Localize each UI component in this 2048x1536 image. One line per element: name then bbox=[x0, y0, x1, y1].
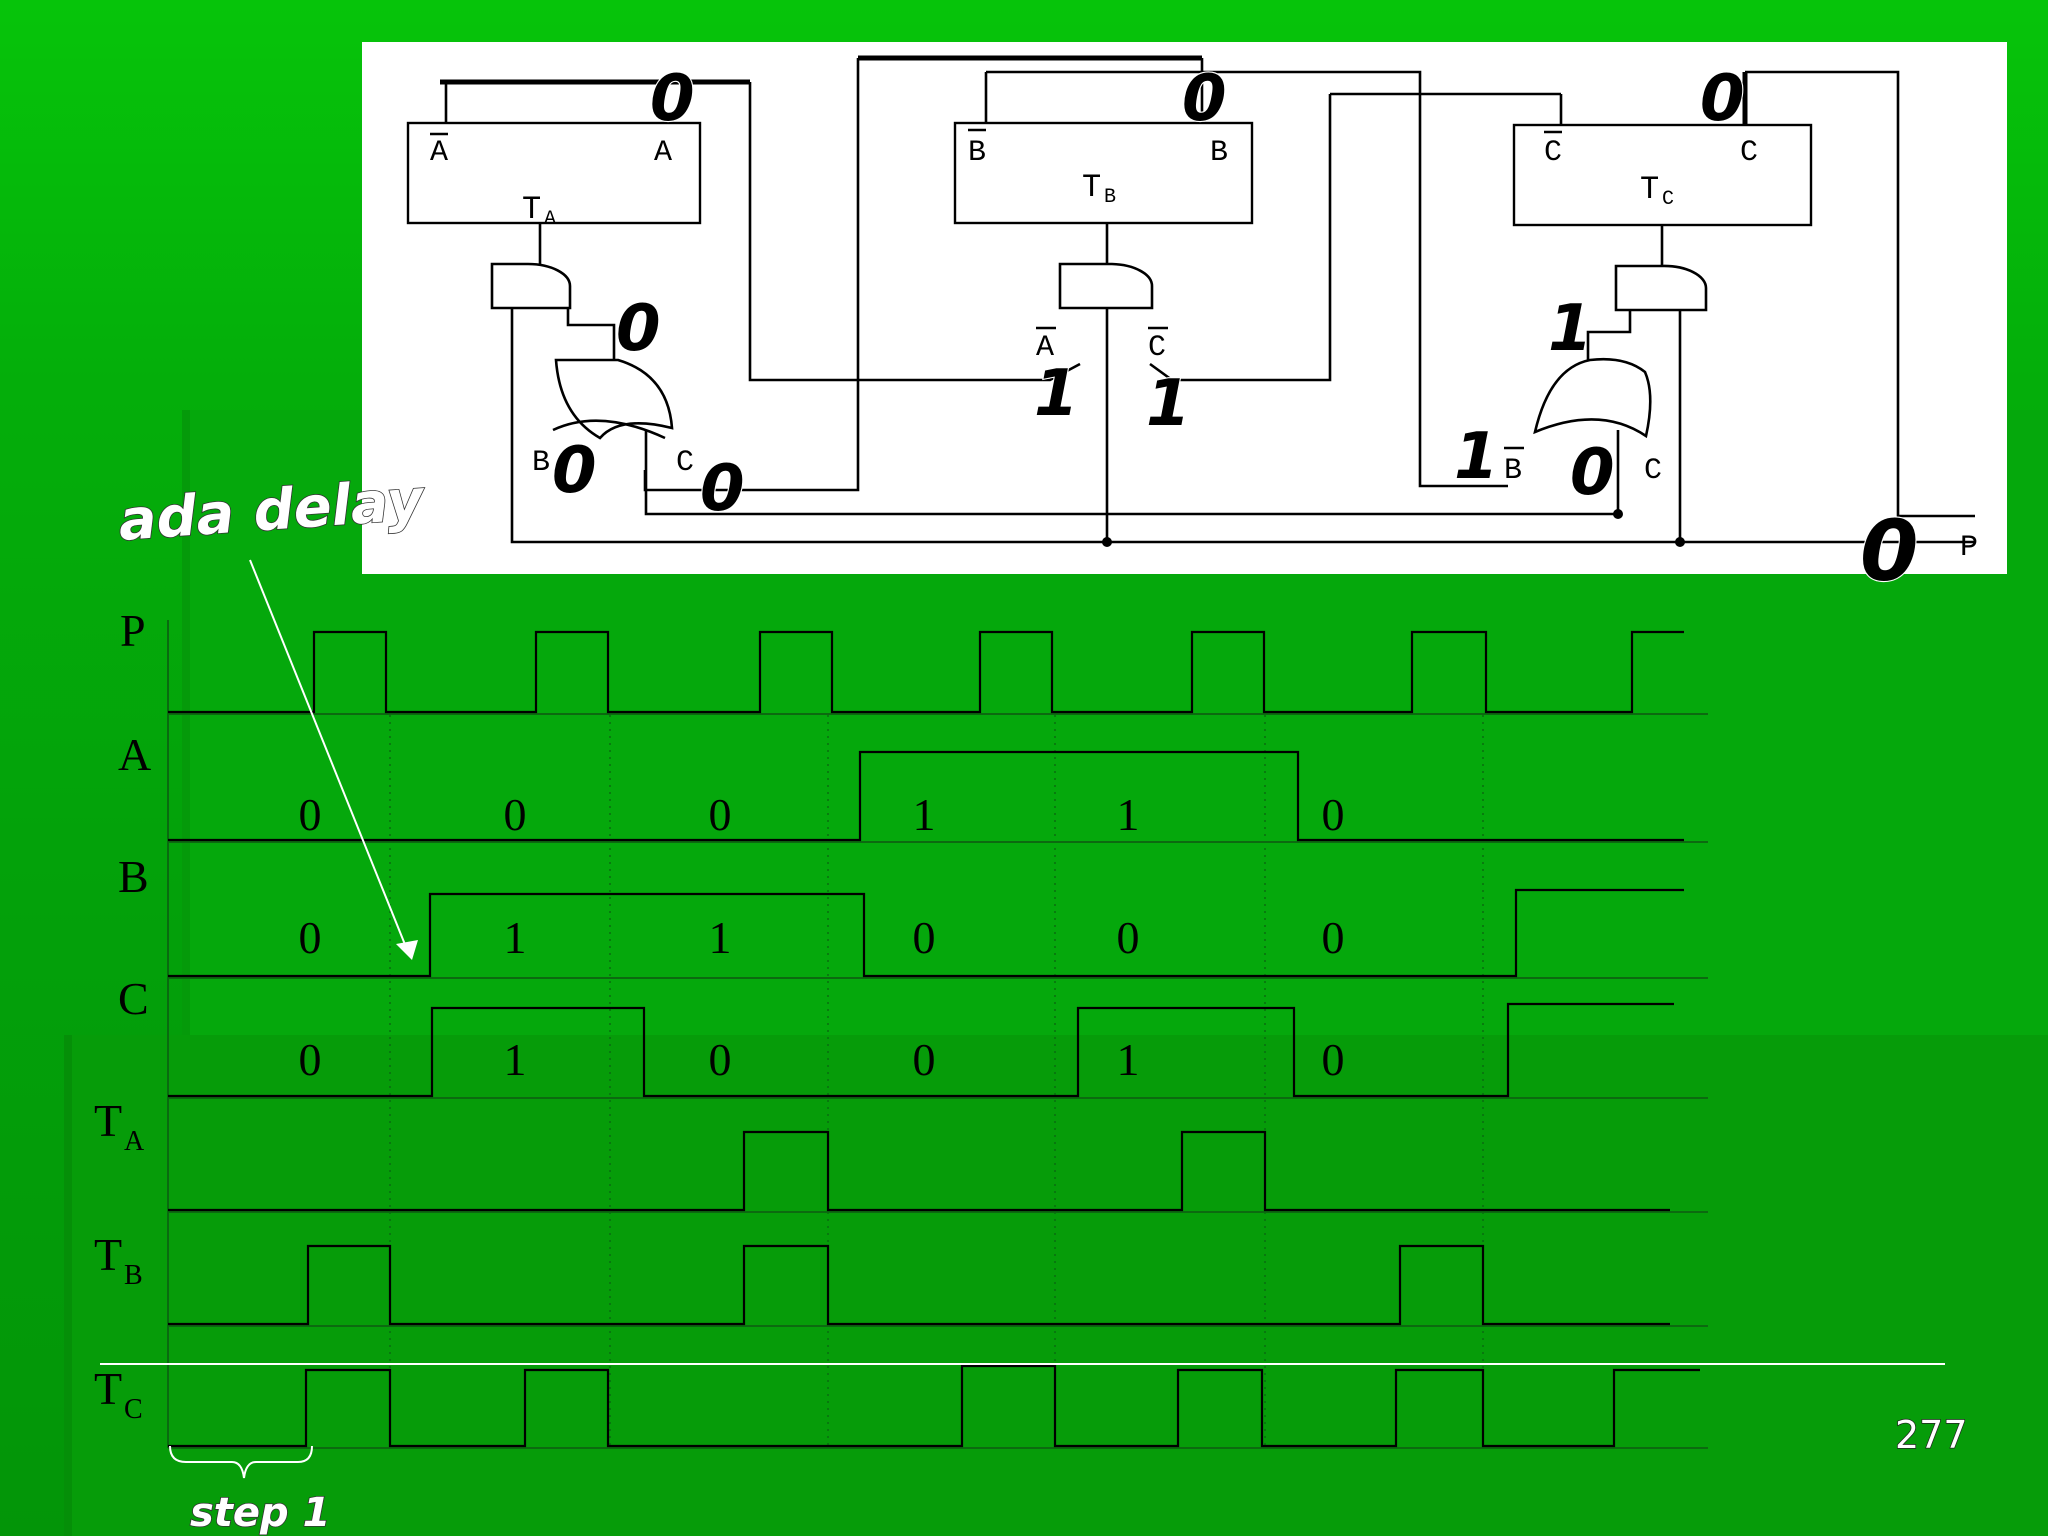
signal-label-ta: T bbox=[94, 1095, 122, 1146]
state-values: 0 0 0 1 1 0 0 1 1 0 0 0 0 1 0 0 1 0 bbox=[299, 789, 1345, 1085]
ff-c-title: T bbox=[1640, 171, 1659, 208]
value-a: 0 bbox=[1322, 789, 1345, 840]
wave-p bbox=[168, 630, 1684, 714]
signal-label-a: A bbox=[118, 729, 151, 780]
wave-ta bbox=[168, 1130, 1670, 1212]
step-brace bbox=[169, 1445, 313, 1479]
signal-label-tb: T bbox=[94, 1229, 122, 1280]
ff-b-title-sub: B bbox=[1104, 186, 1116, 209]
value-b: 0 bbox=[1117, 912, 1140, 963]
clock-p-label: P bbox=[1960, 531, 1978, 565]
annot-xor-out: 0 bbox=[616, 292, 661, 366]
ff-c-title-sub: C bbox=[1662, 188, 1674, 211]
ff-c-left-pin: C bbox=[1544, 136, 1562, 170]
signal-label-tc-sub: C bbox=[124, 1394, 143, 1425]
signal-label-c: C bbox=[118, 973, 149, 1024]
signal-label-tc: T bbox=[94, 1363, 122, 1414]
wave-b bbox=[168, 888, 1684, 978]
or-input-c-label: C bbox=[1644, 454, 1662, 488]
flip-flop-a: A A T A bbox=[406, 121, 702, 231]
step-note: step 1 bbox=[190, 1490, 330, 1536]
value-b: 0 bbox=[299, 912, 322, 963]
annot-b-out: 0 bbox=[1182, 62, 1227, 136]
circuit-diagram: A A T A B B T B C C T C bbox=[362, 42, 2007, 601]
ff-a-left-pin: A bbox=[430, 136, 448, 170]
value-c: 0 bbox=[709, 1034, 732, 1085]
or-gate-c bbox=[1533, 357, 1652, 439]
value-a: 0 bbox=[709, 789, 732, 840]
wave-tb bbox=[168, 1244, 1670, 1326]
annot-and-b-in-a: 1 bbox=[1034, 357, 1079, 431]
annot-c-out: 0 bbox=[1700, 62, 1745, 136]
signal-label-b: B bbox=[118, 851, 149, 902]
value-b: 1 bbox=[504, 912, 527, 963]
signal-label-ta-sub: A bbox=[124, 1126, 145, 1157]
xor-input-c-label: C bbox=[676, 446, 694, 480]
or-input-b-label: B bbox=[1504, 454, 1522, 488]
value-c: 0 bbox=[299, 1034, 322, 1085]
ff-a-title-sub: A bbox=[544, 208, 556, 231]
circuit-background bbox=[362, 42, 2007, 574]
xor-gate-a bbox=[552, 358, 674, 440]
and-b-input-a-label: A bbox=[1036, 331, 1054, 365]
ff-a-right-pin: A bbox=[654, 136, 672, 170]
delay-arrow bbox=[249, 559, 409, 953]
page-number: 277 bbox=[1895, 1413, 1968, 1457]
value-a: 0 bbox=[504, 789, 527, 840]
value-c: 1 bbox=[1117, 1034, 1140, 1085]
ff-b-title: T bbox=[1082, 169, 1101, 206]
flip-flop-b: B B T B bbox=[953, 121, 1254, 225]
and-gate-c bbox=[1614, 264, 1708, 312]
annot-or-out: 1 bbox=[1548, 292, 1593, 366]
annot-clock: 0 bbox=[1860, 502, 1918, 600]
value-b: 0 bbox=[913, 912, 936, 963]
slide-panel-lower bbox=[72, 1035, 2048, 1536]
ff-b-right-pin: B bbox=[1210, 136, 1228, 170]
value-a: 0 bbox=[299, 789, 322, 840]
wave-c bbox=[168, 1002, 1674, 1098]
signal-label-tb-sub: B bbox=[124, 1260, 143, 1291]
ff-b-left-pin: B bbox=[968, 136, 986, 170]
annot-or-in-c: 0 bbox=[1570, 436, 1615, 510]
ff-a-title: T bbox=[522, 191, 541, 228]
annot-xor-in-c: 0 bbox=[700, 452, 745, 526]
xor-input-b-label: B bbox=[532, 446, 550, 480]
value-c: 0 bbox=[1322, 1034, 1345, 1085]
value-a: 1 bbox=[913, 789, 936, 840]
timing-diagram bbox=[167, 620, 1708, 1449]
annot-or-in-b: 1 bbox=[1454, 420, 1499, 494]
value-b: 1 bbox=[709, 912, 732, 963]
value-c: 0 bbox=[913, 1034, 936, 1085]
signal-labels: P A B C T A T B T C bbox=[94, 605, 151, 1425]
and-gate-a bbox=[490, 262, 572, 310]
value-b: 0 bbox=[1322, 912, 1345, 963]
and-b-input-c-label: C bbox=[1148, 331, 1166, 365]
and-gate-b bbox=[1058, 262, 1154, 310]
value-a: 1 bbox=[1117, 789, 1140, 840]
value-c: 1 bbox=[504, 1034, 527, 1085]
ff-c-right-pin: C bbox=[1740, 136, 1758, 170]
delay-arrow-head bbox=[396, 940, 418, 960]
wave-tc bbox=[168, 1364, 1700, 1448]
wave-a bbox=[168, 750, 1684, 842]
annot-and-b-in-c: 1 bbox=[1146, 367, 1191, 441]
annot-xor-in-b: 0 bbox=[552, 434, 597, 508]
annot-a-out: 0 bbox=[650, 62, 695, 136]
signal-label-p: P bbox=[120, 605, 146, 656]
